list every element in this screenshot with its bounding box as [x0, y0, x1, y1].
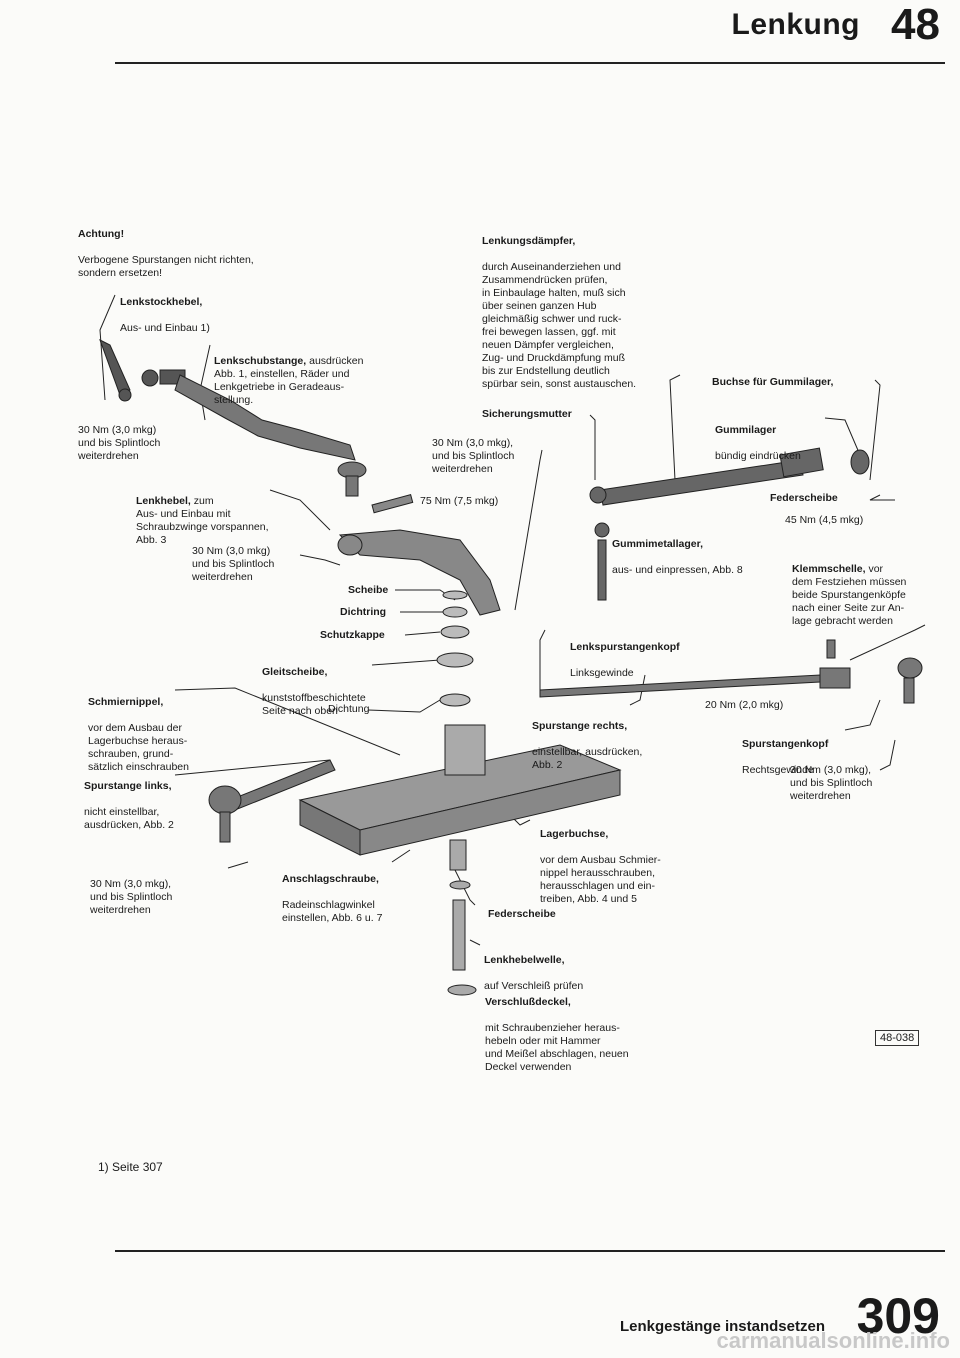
label-spurstange-rechts: Spurstange rechts, einstellbar, ausdrück… [532, 707, 642, 785]
spurstange-links-text: nicht einstellbar, ausdrücken, Abb. 2 [84, 806, 174, 831]
gummimetalllager-title: Gummimetallager, [612, 538, 704, 550]
verschlussdeckel-title: Verschlußdeckel, [485, 996, 571, 1008]
lenkhebel-text: zum Aus- und Einbau mit Schraubzwinge vo… [136, 495, 269, 546]
lenkhebelwelle-title: Lenkhebelwelle, [484, 954, 565, 966]
label-lenkspurstangenkopf: Lenkspurstangenkopf Linksgewinde [570, 628, 680, 693]
spurstangenkopf-title: Spurstangenkopf [742, 738, 829, 750]
label-torque-center: 30 Nm (3,0 mkg), und bis Splintloch weit… [432, 437, 515, 475]
label-dichtring: Dichtring [340, 606, 387, 618]
schmiernippel-title: Schmiernippel, [88, 696, 164, 708]
klemmschelle-title: Klemmschelle, [792, 563, 866, 575]
label-schmiernippel: Schmiernippel, vor dem Ausbau der Lagerb… [88, 683, 189, 787]
watermark: carmanualsonline.info [716, 1328, 951, 1353]
anschlagschraube-title: Anschlagschraube, [282, 873, 379, 885]
verschlussdeckel-text: mit Schraubenzieher heraus- hebeln oder … [485, 1022, 629, 1073]
label-lenkschubstange: Lenkschubstange, ausdrücken Abb. 1, eins… [214, 342, 363, 407]
label-klemmschelle: Klemmschelle, vor dem Festziehen müssen … [792, 550, 906, 628]
label-lenkstockhebel: Lenkstockhebel, Aus- und Einbau 1) [120, 283, 210, 348]
lenkschubstange-text: ausdrücken Abb. 1, einstellen, Räder und… [214, 355, 364, 406]
label-torque-75: 75 Nm (7,5 mkg) [420, 495, 499, 507]
lenkspurstangenkopf-title: Lenkspurstangenkopf [570, 641, 680, 653]
spurstange-rechts-text: einstellbar, ausdrücken, Abb. 2 [532, 746, 643, 771]
lenkstockhebel-title: Lenkstockhebel, [120, 296, 203, 308]
label-lagerbuchse: Lagerbuchse, vor dem Ausbau Schmier- nip… [540, 815, 661, 919]
lenkhebel-title: Lenkhebel, [136, 495, 191, 507]
gleitscheibe-text: kunststoffbeschichtete Seite nach oben [262, 692, 366, 717]
label-lenkhebel: Lenkhebel, zum Aus- und Einbau mit Schra… [136, 482, 269, 547]
lenkhebelwelle-text: auf Verschleiß prüfen [484, 980, 584, 992]
label-gleitscheibe: Gleitscheibe, kunststoffbeschichtete Sei… [262, 653, 366, 731]
header-rule [115, 62, 945, 64]
label-lenkhebelwelle: Lenkhebelwelle, auf Verschleiß prüfen [484, 941, 583, 1006]
achtung-title: Achtung! [78, 228, 125, 240]
gummilager-text: bündig eindrücken [715, 450, 801, 462]
label-torque-mid-left: 30 Nm (3,0 mkg) und bis Splintloch weite… [192, 545, 275, 583]
label-torque-20: 20 Nm (2,0 mkg) [705, 699, 784, 711]
gleitscheibe-title: Gleitscheibe, [262, 666, 328, 678]
lenkstockhebel-text: Aus- und Einbau 1) [120, 322, 210, 334]
lagerbuchse-title: Lagerbuchse, [540, 828, 609, 840]
label-federscheibe-bottom: Federscheibe [488, 908, 556, 920]
schmiernippel-text: vor dem Ausbau der Lagerbuchse heraus- s… [88, 722, 189, 773]
label-anschlagschraube: Anschlagschraube, Radeinschlagwinkel ein… [282, 860, 382, 938]
klemmschelle-text: vor dem Festziehen müssen beide Spurstan… [792, 563, 907, 627]
lagerbuchse-text: vor dem Ausbau Schmier- nippel heraussch… [540, 854, 661, 905]
lenkungsdaempfer-title: Lenkungsdämpfer, [482, 235, 576, 247]
figure-reference: 48-038 [875, 1030, 920, 1046]
anschlagschraube-text: Radeinschlagwinkel einstellen, Abb. 6 u.… [282, 899, 383, 924]
label-verschlussdeckel: Verschlußdeckel, mit Schraubenzieher her… [485, 983, 629, 1087]
label-torque-bottom-left: 30 Nm (3,0 mkg), und bis Splintloch weit… [90, 878, 173, 916]
label-achtung: Achtung! Verbogene Spurstangen nicht ric… [78, 215, 254, 293]
label-scheibe: Scheibe [348, 584, 389, 596]
label-lenkungsdaempfer: Lenkungsdämpfer, durch Auseinanderziehen… [482, 222, 636, 404]
label-dichtung: Dichtung [328, 703, 370, 715]
label-torque-right-bottom: 30 Nm (3,0 mkg), und bis Splintloch weit… [790, 764, 873, 802]
achtung-text: Verbogene Spurstangen nicht richten, son… [78, 254, 254, 279]
lenkschubstange-title: Lenkschubstange, [214, 355, 307, 367]
label-buchse-fuer-gummilager: Buchse für Gummilager, [712, 376, 834, 388]
label-schutzkappe: Schutzkappe [320, 629, 385, 641]
gummilager-title: Gummilager [715, 424, 777, 436]
label-federscheibe-right: Federscheibe [770, 492, 838, 504]
label-torque-left-top: 30 Nm (3,0 mkg) und bis Splintloch weite… [78, 424, 161, 462]
label-spurstangenkopf: Spurstangenkopf Rechtsgewinde [742, 725, 828, 790]
gummimetalllager-text: aus- und einpressen, Abb. 8 [612, 564, 743, 576]
label-gummimetalllager: Gummimetallager, aus- und einpressen, Ab… [612, 525, 743, 590]
label-spurstange-links: Spurstange links, nicht einstellbar, aus… [84, 767, 174, 845]
spurstangenkopf-text: Rechtsgewinde [742, 764, 814, 776]
label-torque-45: 45 Nm (4,5 mkg) [785, 514, 864, 526]
section-number: 48 [891, 0, 940, 49]
section-title: Lenkung [731, 8, 860, 41]
lenkungsdaempfer-text: durch Auseinanderziehen und Zusammendrüc… [482, 261, 637, 390]
footer-title: Lenkgestänge instandsetzen [619, 1318, 825, 1335]
spurstange-links-title: Spurstange links, [84, 780, 172, 792]
label-gummilager: Gummilager bündig eindrücken [715, 411, 801, 476]
spurstange-rechts-title: Spurstange rechts, [532, 720, 628, 732]
footnote: 1) Seite 307 [98, 1160, 163, 1174]
label-sicherungsmutter: Sicherungsmutter [482, 408, 572, 420]
footer-rule [115, 1250, 945, 1252]
page-number: 309 [856, 1288, 940, 1344]
lenkspurstangenkopf-text: Linksgewinde [570, 667, 634, 679]
